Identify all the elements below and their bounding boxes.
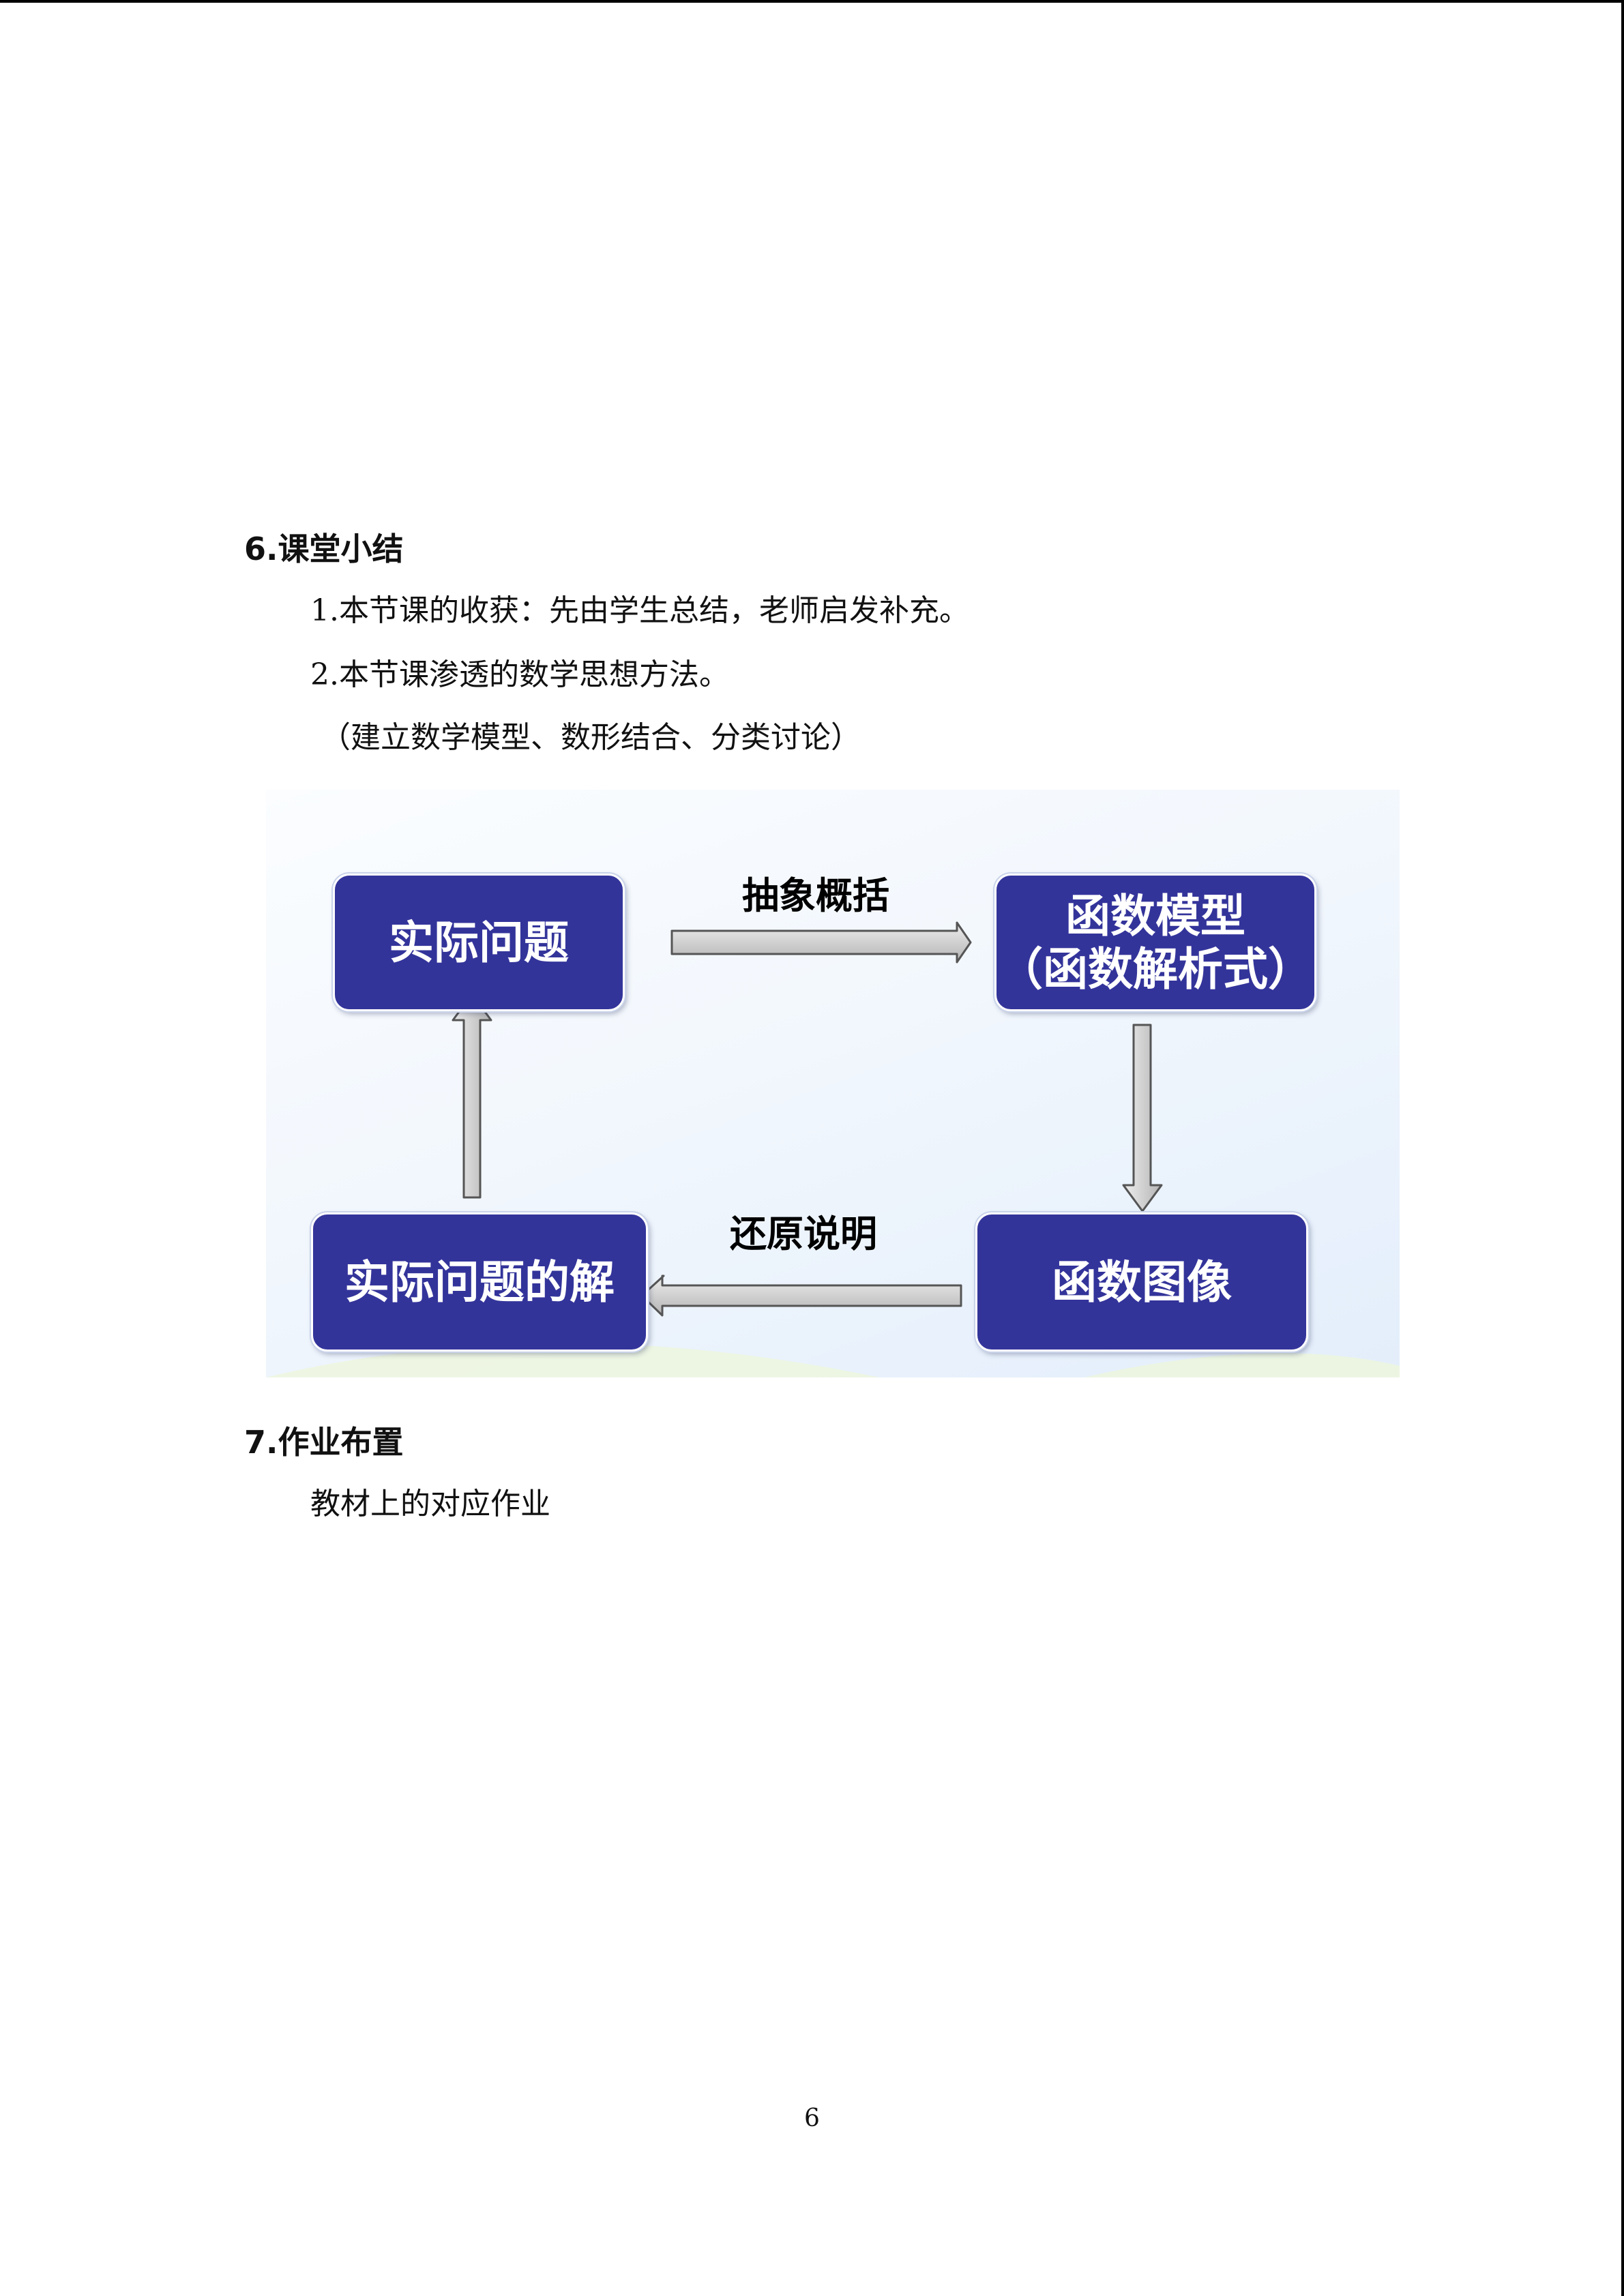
- modeling-cycle-diagram: 实际问题 函数模型 （函数解析式） 函数图像 实际问题的解 抽象概括 还原说明: [266, 790, 1400, 1377]
- node-real-problem: 实际问题: [333, 874, 625, 1011]
- page-border-top: [0, 0, 1624, 3]
- section-7-body: 教材上的对应作业: [310, 1487, 550, 1521]
- section-6-item-2: 2.本节课渗透的数学思想方法。: [310, 657, 729, 692]
- decorative-swoosh-left: [266, 1343, 880, 1377]
- node-real-problem-label: 实际问题: [389, 916, 569, 969]
- page-number: 6: [804, 2104, 820, 2132]
- diagram-canvas: [266, 921, 1400, 1377]
- node-function-graph-label: 函数图像: [1052, 1255, 1232, 1309]
- section-6-item-1: 1.本节课的收获：先由学生总结，老师启发补充。: [310, 593, 969, 628]
- decorative-swoosh-right: [1084, 1353, 1400, 1377]
- edge-label-restore: 还原说明: [730, 1212, 877, 1255]
- node-function-model-line2: （函数解析式）: [998, 942, 1313, 996]
- node-function-graph: 函数图像: [975, 1212, 1308, 1352]
- arrow-up-icon: [452, 993, 492, 1199]
- node-function-model: 函数模型 （函数解析式）: [994, 874, 1316, 1011]
- arrow-left-icon: [640, 1274, 962, 1317]
- arrow-down-icon: [1122, 1024, 1163, 1212]
- node-real-solution: 实际问题的解: [311, 1212, 648, 1352]
- section-6-heading: 6.课堂小结: [244, 531, 404, 567]
- node-real-solution-label: 实际问题的解: [344, 1255, 615, 1309]
- edge-label-abstract: 抽象概括: [742, 874, 889, 917]
- arrow-right-icon: [670, 921, 972, 964]
- node-function-model-line1: 函数模型: [1065, 889, 1245, 942]
- page-border-right: [1621, 0, 1624, 2296]
- section-6-note: （建立数学模型、数形结合、分类讨论）: [321, 720, 861, 755]
- section-7-heading: 7.作业布置: [244, 1424, 404, 1461]
